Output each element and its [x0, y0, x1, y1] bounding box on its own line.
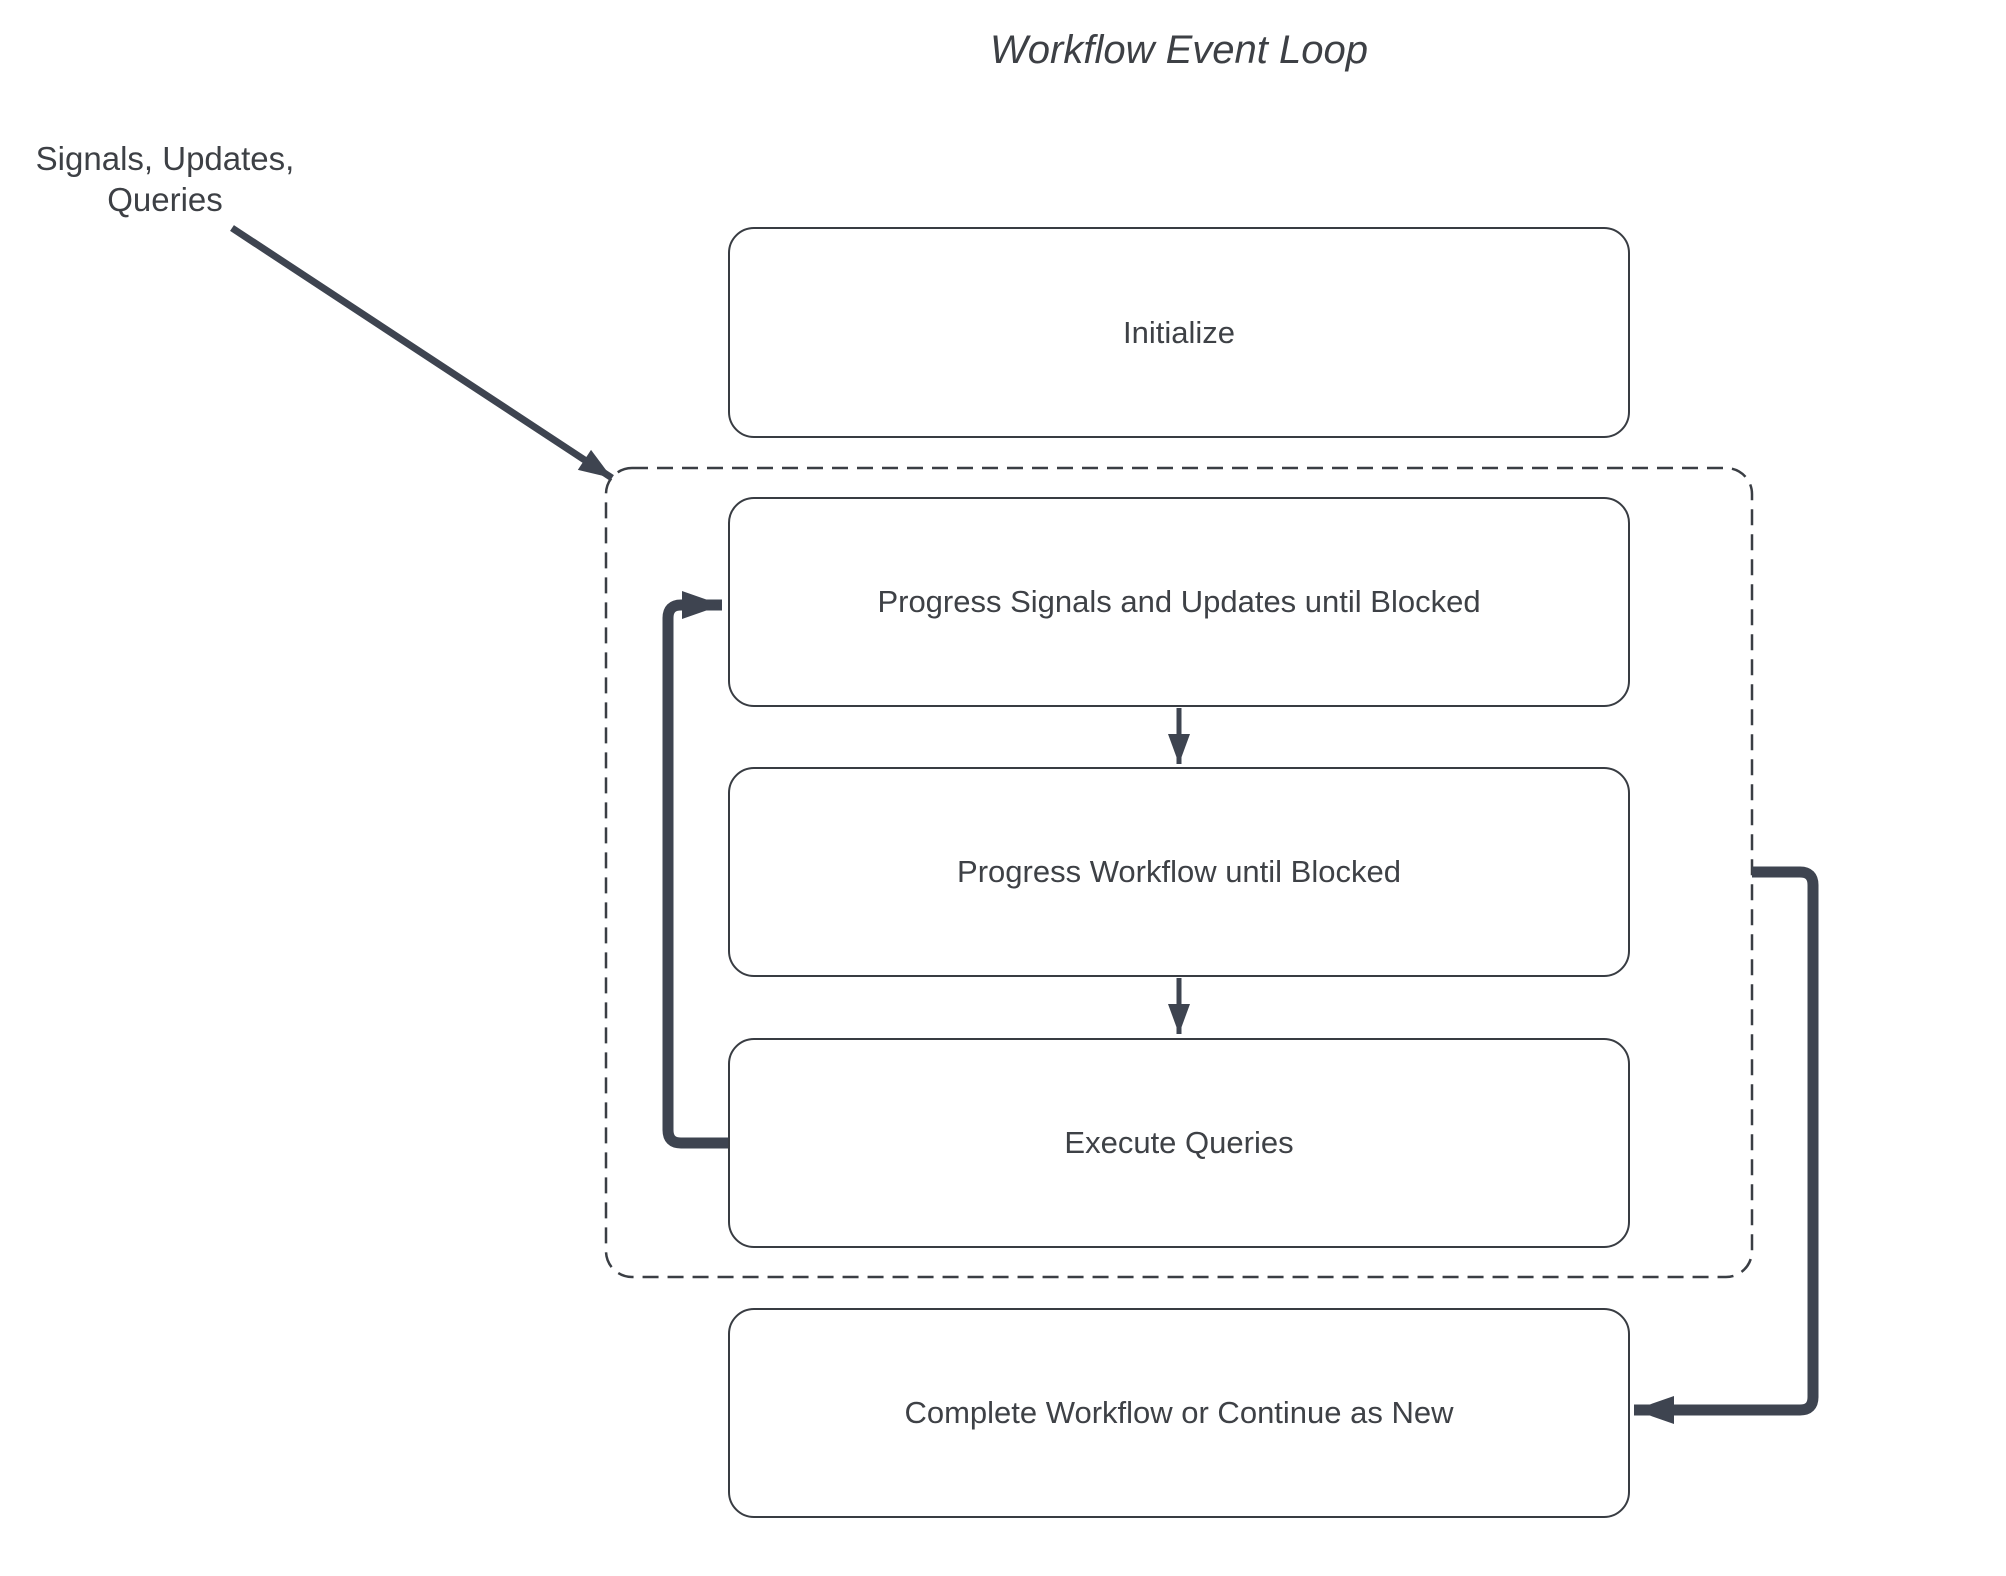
- node-progress-signals-label: Progress Signals and Updates until Block…: [877, 584, 1481, 619]
- loop-back-arrow: [662, 591, 728, 1149]
- node-initialize-label: Initialize: [1123, 314, 1235, 350]
- node-initialize: Initialize: [728, 227, 1630, 438]
- node-progress-workflow-label: Progress Workflow until Blocked: [957, 854, 1401, 889]
- node-complete-workflow: Complete Workflow or Continue as New: [728, 1308, 1630, 1518]
- annotation-line-2: Queries: [107, 181, 223, 218]
- annotation-line-1: Signals, Updates,: [35, 140, 295, 177]
- signals-input-arrow: [230, 225, 614, 481]
- node-complete-workflow-label: Complete Workflow or Continue as New: [904, 1395, 1454, 1430]
- node-execute-queries-label: Execute Queries: [1064, 1125, 1294, 1160]
- node-progress-workflow: Progress Workflow until Blocked: [728, 767, 1630, 977]
- signals-updates-queries-label: Signals, Updates, Queries: [10, 138, 320, 220]
- node-execute-queries: Execute Queries: [728, 1038, 1630, 1248]
- node-progress-signals-updates: Progress Signals and Updates until Block…: [728, 497, 1630, 707]
- diagram-title: Workflow Event Loop: [990, 28, 1368, 72]
- exit-loop-arrow: [1634, 866, 1819, 1424]
